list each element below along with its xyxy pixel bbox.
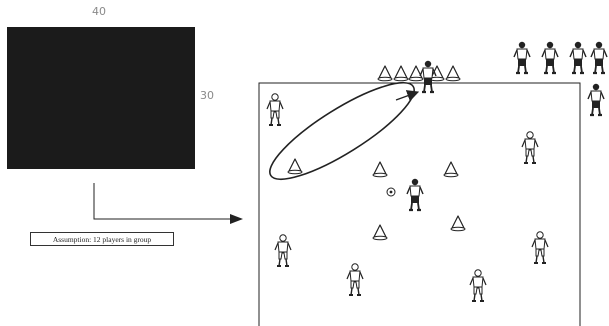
player-dark-icon (589, 40, 609, 75)
cone-icon (393, 65, 409, 82)
player-light-icon (274, 233, 292, 267)
cone-icon (450, 215, 466, 232)
player-light-icon (469, 268, 487, 302)
player-dark-icon (540, 40, 560, 75)
width-label: 40 (92, 5, 106, 18)
player-dark-icon (568, 40, 588, 75)
player-dark-icon (512, 40, 532, 75)
assumption-note: Assumption: 12 players in group (30, 232, 174, 246)
cone-icon (287, 158, 303, 175)
player-light-icon (266, 92, 284, 126)
height-label: 30 (200, 89, 214, 102)
connector-line (93, 183, 240, 220)
connector-arrowhead-icon (230, 214, 243, 224)
cone-icon (372, 224, 388, 241)
player-light-icon (346, 262, 364, 296)
player-light-icon (521, 130, 539, 164)
field-area-block (7, 27, 195, 169)
cone-icon (445, 65, 461, 82)
run-arrow (395, 90, 420, 102)
cone-icon (443, 161, 459, 178)
player-dark-icon (586, 82, 606, 117)
cone-icon (377, 65, 393, 82)
run-path-ellipse (269, 81, 415, 181)
player-dark-icon (405, 177, 425, 212)
soccer-ball-icon (386, 187, 396, 197)
pitch-outline (258, 82, 581, 326)
cone-icon (372, 161, 388, 178)
player-light-icon (531, 230, 549, 264)
